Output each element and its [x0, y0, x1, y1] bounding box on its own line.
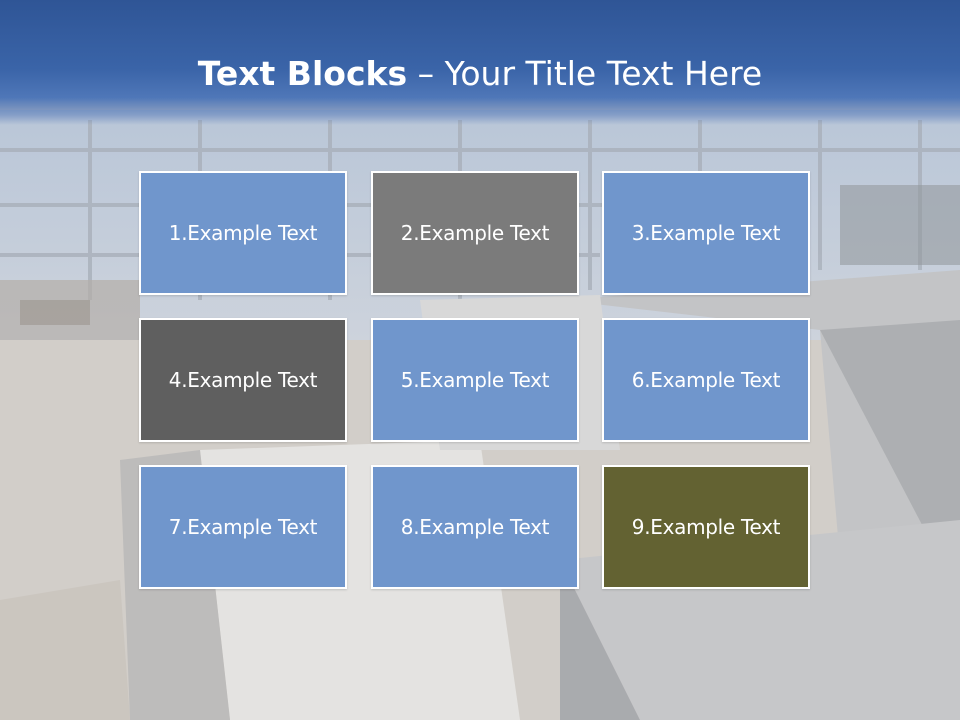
text-block-5[interactable]: 5.Example Text: [371, 318, 579, 442]
text-block-label: 2.Example Text: [400, 221, 550, 245]
text-block-label: 7.Example Text: [168, 515, 318, 539]
text-block-6[interactable]: 6.Example Text: [602, 318, 810, 442]
text-block-label: 5.Example Text: [400, 368, 550, 392]
text-block-label: 8.Example Text: [400, 515, 550, 539]
slide-title[interactable]: Text Blocks – Your Title Text Here: [0, 52, 960, 96]
text-block-1[interactable]: 1.Example Text: [139, 171, 347, 295]
text-block-label: 9.Example Text: [631, 515, 781, 539]
text-block-grid: 1.Example Text 2.Example Text 3.Example …: [139, 171, 815, 593]
text-block-label: 4.Example Text: [168, 368, 318, 392]
text-block-4[interactable]: 4.Example Text: [139, 318, 347, 442]
text-block-label: 1.Example Text: [168, 221, 318, 245]
title-bold-part: Text Blocks: [197, 54, 408, 93]
text-block-3[interactable]: 3.Example Text: [602, 171, 810, 295]
text-block-label: 3.Example Text: [631, 221, 781, 245]
text-block-9[interactable]: 9.Example Text: [602, 465, 810, 589]
title-rest: Your Title Text Here: [444, 54, 763, 93]
title-separator: –: [407, 54, 445, 93]
text-block-2[interactable]: 2.Example Text: [371, 171, 579, 295]
text-block-7[interactable]: 7.Example Text: [139, 465, 347, 589]
header-band: [0, 0, 960, 125]
text-block-label: 6.Example Text: [631, 368, 781, 392]
text-block-8[interactable]: 8.Example Text: [371, 465, 579, 589]
